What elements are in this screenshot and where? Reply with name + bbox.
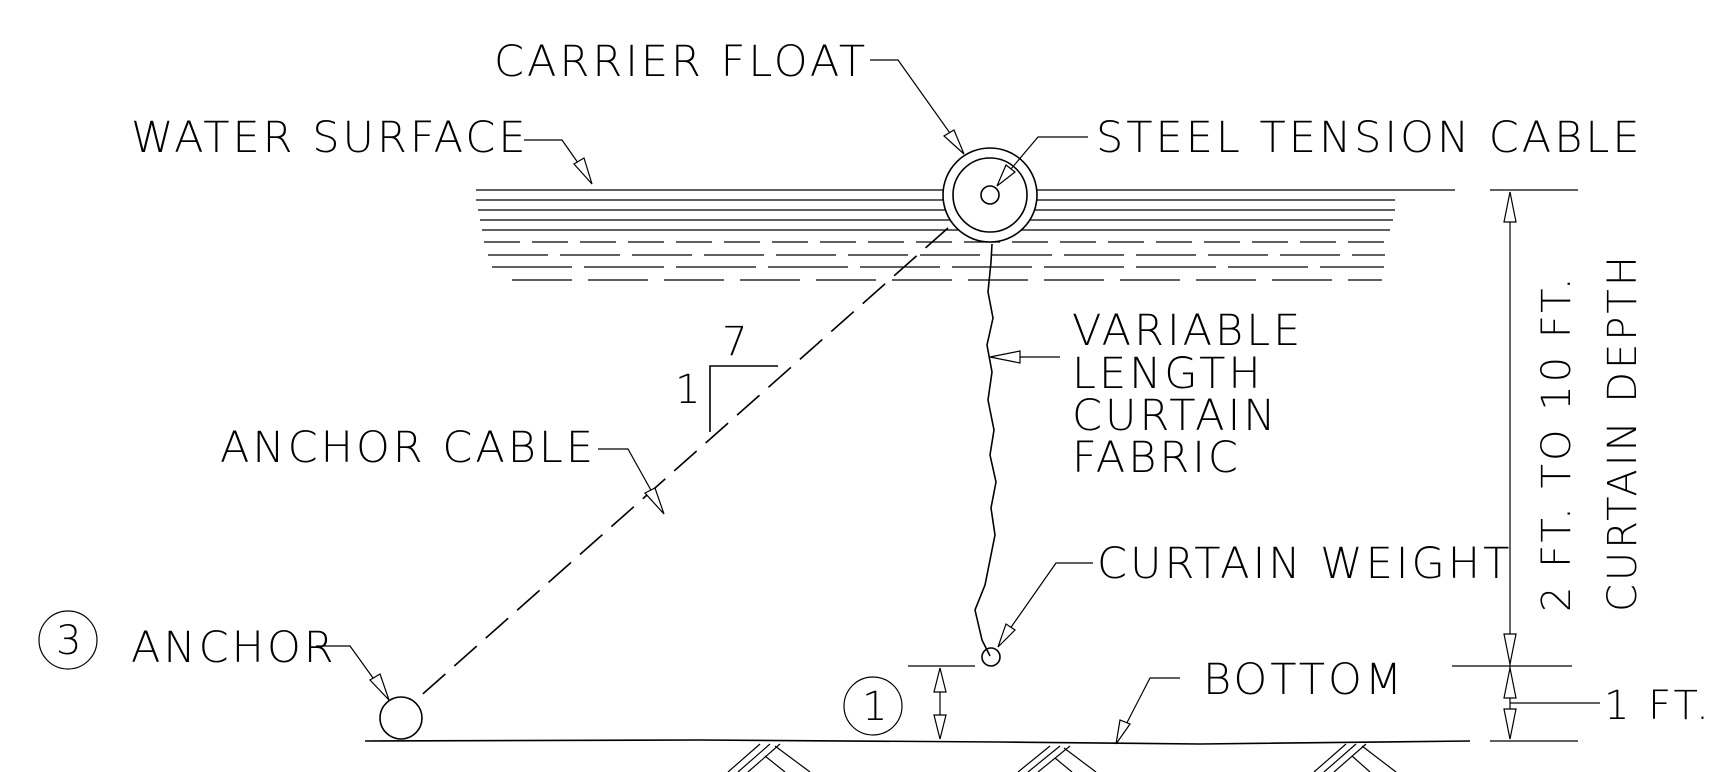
curtain-weight (981, 647, 1001, 667)
carrier-float-label: CARRIER FLOAT (494, 37, 868, 87)
water-surface-label: WATER SURFACE (131, 113, 529, 163)
curtain-fabric-line (974, 243, 997, 657)
water-surface-lines (476, 189, 1455, 281)
depth-range-label: 2 FT. TO 10 FT. (1534, 274, 1580, 612)
steel-tension-cable-section (980, 185, 1000, 205)
anchor-label: ANCHOR (131, 623, 337, 673)
leaders (316, 59, 1180, 745)
variable-length-label-line1: VARIABLE (1072, 306, 1303, 356)
anchor-cable-line (415, 227, 949, 701)
anchor-callout-circle (38, 610, 98, 670)
steel-tension-cable-label: STEEL TENSION CABLE (1096, 113, 1643, 163)
depth-dimension (1452, 189, 1600, 742)
bottom-label: BOTTOM (1203, 655, 1405, 705)
variable-length-label-line4: FABRIC (1072, 433, 1241, 483)
one-ft-label: 1 FT. (1604, 683, 1712, 729)
anchor-block (379, 696, 423, 740)
anchor-callout-number: 3 (56, 618, 84, 664)
variable-length-label-line2: LENGTH (1072, 349, 1264, 399)
clearance-dimension (843, 665, 975, 740)
variable-length-label-line3: CURTAIN (1072, 391, 1278, 441)
slope-run-label: 7 (722, 319, 750, 365)
clearance-callout-number: 1 (862, 684, 890, 730)
curtain-depth-label: CURTAIN DEPTH (1600, 253, 1646, 612)
slope-rise-label: 1 (675, 367, 703, 413)
carrier-float (942, 147, 1038, 243)
bottom-ground (364, 739, 1471, 772)
anchor-cable-label: ANCHOR CABLE (220, 423, 596, 473)
curtain-weight-label: CURTAIN WEIGHT (1097, 539, 1512, 589)
clearance-callout-circle (843, 676, 903, 736)
slope-indicator (709, 365, 778, 432)
